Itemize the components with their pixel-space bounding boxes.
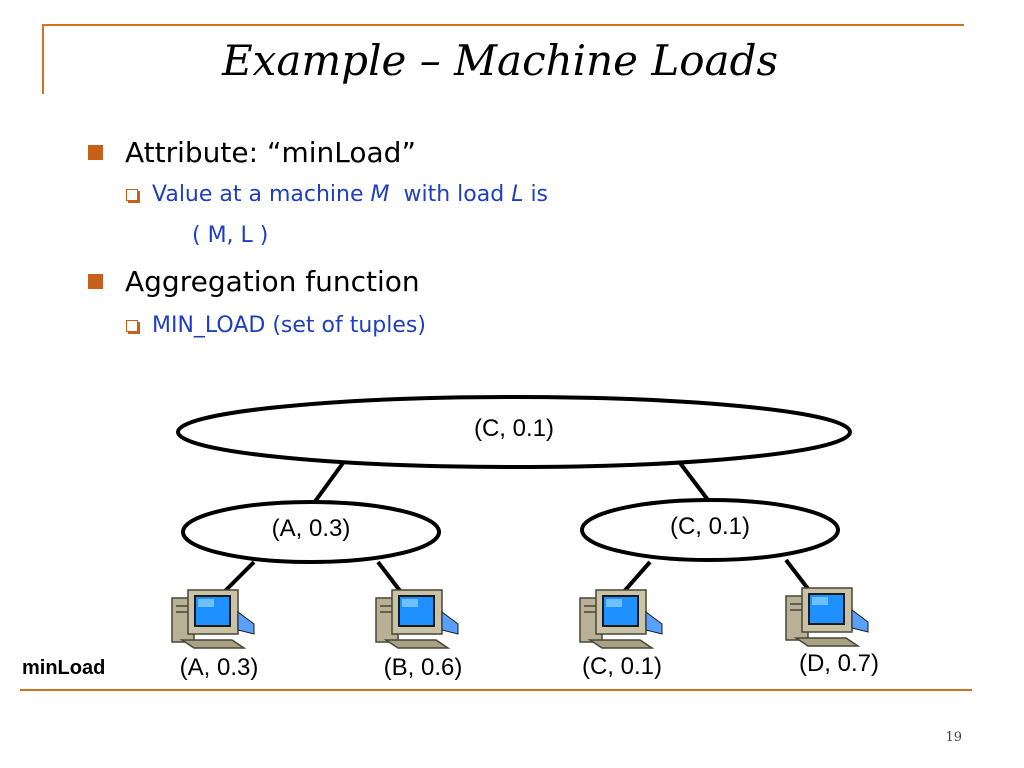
hollow-square-bullet-icon [126,319,138,332]
root-node [176,395,852,469]
bottom-rule [20,689,972,691]
bullet-aggregation: Aggregation function [88,265,420,298]
root-node-label: (C, 0.1) [473,415,554,442]
square-bullet-icon [88,145,103,160]
sub-bullet-tuple: ( M, L ) [192,223,268,248]
square-bullet-icon [88,274,103,289]
edge-root-left [309,461,345,509]
tuple-text: ( M, L ) [192,223,269,248]
leaf-label: (C, 0.1) [581,653,662,680]
bullet-text: Aggregation function [125,265,420,298]
sub-bullet-value: Value at a machine M with load L is [126,182,548,207]
page-number: 19 [945,730,962,745]
computer-icon [171,589,255,649]
mid-node-right [580,498,840,562]
computer-icon [785,587,869,647]
left-rule [42,24,44,94]
sub-bullet-text: Value at a machine M with load L is [152,182,549,207]
sub-bullet-minload: MIN_LOAD (set of tuples) [126,313,426,338]
sub-bullet-text: MIN_LOAD (set of tuples) [152,313,426,338]
edge-root-right [678,461,710,502]
hollow-square-bullet-icon [126,188,138,201]
leaf-label: (A, 0.3) [179,654,259,681]
leaf-label: (B, 0.6) [383,654,463,681]
slide-title: Example – Machine Loads [221,36,779,85]
computer-icon [375,589,459,649]
leaf-label: (D, 0.7) [798,650,879,677]
top-rule [42,24,964,26]
bullet-attribute: Attribute: “minLoad” [88,136,416,169]
bullet-text: Attribute: “minLoad” [125,136,416,169]
mid-node-left [181,500,441,564]
legend-label: minLoad [22,657,106,679]
mid-right-label: (C, 0.1) [669,513,750,540]
mid-left-label: (A, 0.3) [271,515,351,542]
computer-icon [579,589,663,649]
